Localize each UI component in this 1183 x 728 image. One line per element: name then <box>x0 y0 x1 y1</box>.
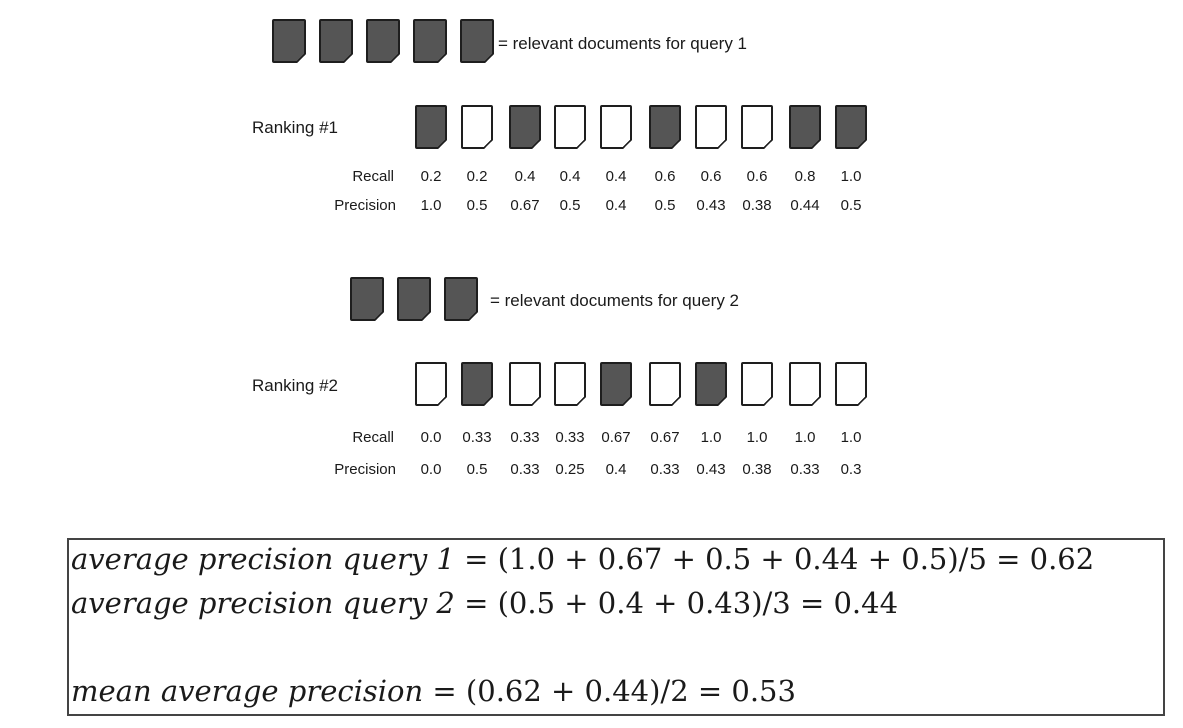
recall-value: 0.6 <box>654 168 676 185</box>
nonrelevant-document-icon <box>649 362 681 406</box>
relevant-document-icon <box>397 277 431 321</box>
nonrelevant-document-icon <box>741 105 773 149</box>
precision-value: 1.0 <box>420 197 442 214</box>
formula-ap-query-1-expression: = (1.0 + 0.67 + 0.5 + 0.44 + 0.5)/5 = 0.… <box>454 542 1095 576</box>
relevant-document-icon <box>460 19 494 63</box>
relevant-document-icon <box>415 105 447 149</box>
recall-value: 0.33 <box>555 429 585 446</box>
recall-value: 1.0 <box>746 429 768 446</box>
formula-map-label: mean average precision <box>71 674 424 708</box>
precision-value: 0.5 <box>559 197 581 214</box>
ranking-1-recall-label: Recall <box>352 168 394 185</box>
nonrelevant-document-icon <box>741 362 773 406</box>
recall-value: 0.4 <box>514 168 536 185</box>
relevant-document-icon <box>413 19 447 63</box>
precision-value: 0.43 <box>696 461 726 478</box>
precision-value: 0.5 <box>840 197 862 214</box>
nonrelevant-document-icon <box>461 105 493 149</box>
formula-ap-query-2-expression: = (0.5 + 0.4 + 0.43)/3 = 0.44 <box>454 586 899 620</box>
precision-value: 0.38 <box>742 461 772 478</box>
recall-value: 0.67 <box>650 429 680 446</box>
precision-value: 0.33 <box>790 461 820 478</box>
precision-value: 0.67 <box>510 197 540 214</box>
relevant-document-icon <box>789 105 821 149</box>
recall-value: 1.0 <box>700 429 722 446</box>
recall-value: 0.33 <box>462 429 492 446</box>
formula-map-expression: = (0.62 + 0.44)/2 = 0.53 <box>423 674 796 708</box>
recall-value: 0.2 <box>420 168 442 185</box>
nonrelevant-document-icon <box>835 362 867 406</box>
recall-value: 0.2 <box>466 168 488 185</box>
formula-ap-query-1: average precision query 1 = (1.0 + 0.67 … <box>71 542 1094 576</box>
nonrelevant-document-icon <box>600 105 632 149</box>
formula-map: mean average precision = (0.62 + 0.44)/2… <box>71 674 796 708</box>
recall-value: 0.6 <box>700 168 722 185</box>
precision-value: 0.43 <box>696 197 726 214</box>
ranking-1-precision-label: Precision <box>334 197 396 214</box>
ranking-2-precision-label: Precision <box>334 461 396 478</box>
recall-value: 0.67 <box>601 429 631 446</box>
relevant-document-icon <box>350 277 384 321</box>
precision-value: 0.0 <box>420 461 442 478</box>
nonrelevant-document-icon <box>509 362 541 406</box>
relevant-document-icon <box>835 105 867 149</box>
precision-value: 0.5 <box>466 461 488 478</box>
precision-value: 0.3 <box>840 461 862 478</box>
recall-value: 1.0 <box>794 429 816 446</box>
precision-value: 0.38 <box>742 197 772 214</box>
relevant-document-icon <box>649 105 681 149</box>
relevant-document-icon <box>600 362 632 406</box>
formula-ap-query-1-label: average precision query 1 <box>71 542 455 576</box>
precision-value: 0.4 <box>605 197 627 214</box>
ranking-2-recall-label: Recall <box>352 429 394 446</box>
relevant-document-icon <box>509 105 541 149</box>
precision-value: 0.5 <box>466 197 488 214</box>
legend-1-text: = relevant documents for query 1 <box>498 34 747 53</box>
nonrelevant-document-icon <box>554 105 586 149</box>
legend-2-text: = relevant documents for query 2 <box>490 291 739 310</box>
recall-value: 0.0 <box>420 429 442 446</box>
precision-value: 0.33 <box>650 461 680 478</box>
recall-value: 0.4 <box>559 168 581 185</box>
relevant-document-icon <box>272 19 306 63</box>
relevant-document-icon <box>695 362 727 406</box>
formula-box: average precision query 1 = (1.0 + 0.67 … <box>67 538 1165 716</box>
precision-value: 0.44 <box>790 197 820 214</box>
recall-value: 0.6 <box>746 168 768 185</box>
precision-value: 0.4 <box>605 461 627 478</box>
ranking-1-label: Ranking #1 <box>252 118 339 137</box>
precision-value: 0.25 <box>555 461 585 478</box>
formula-ap-query-2: average precision query 2 = (0.5 + 0.4 +… <box>71 586 898 620</box>
ranking-2-label: Ranking #2 <box>252 376 339 395</box>
nonrelevant-document-icon <box>415 362 447 406</box>
recall-value: 1.0 <box>840 168 862 185</box>
recall-value: 0.8 <box>794 168 816 185</box>
precision-value: 0.33 <box>510 461 540 478</box>
recall-value: 0.4 <box>605 168 627 185</box>
relevant-document-icon <box>366 19 400 63</box>
nonrelevant-document-icon <box>695 105 727 149</box>
recall-value: 0.33 <box>510 429 540 446</box>
formula-ap-query-2-label: average precision query 2 <box>71 586 455 620</box>
relevant-document-icon <box>319 19 353 63</box>
precision-value: 0.5 <box>654 197 676 214</box>
relevant-document-icon <box>444 277 478 321</box>
legend-query-1: = relevant documents for query 1 <box>0 0 1183 80</box>
recall-value: 1.0 <box>840 429 862 446</box>
relevant-document-icon <box>461 362 493 406</box>
nonrelevant-document-icon <box>789 362 821 406</box>
nonrelevant-document-icon <box>554 362 586 406</box>
